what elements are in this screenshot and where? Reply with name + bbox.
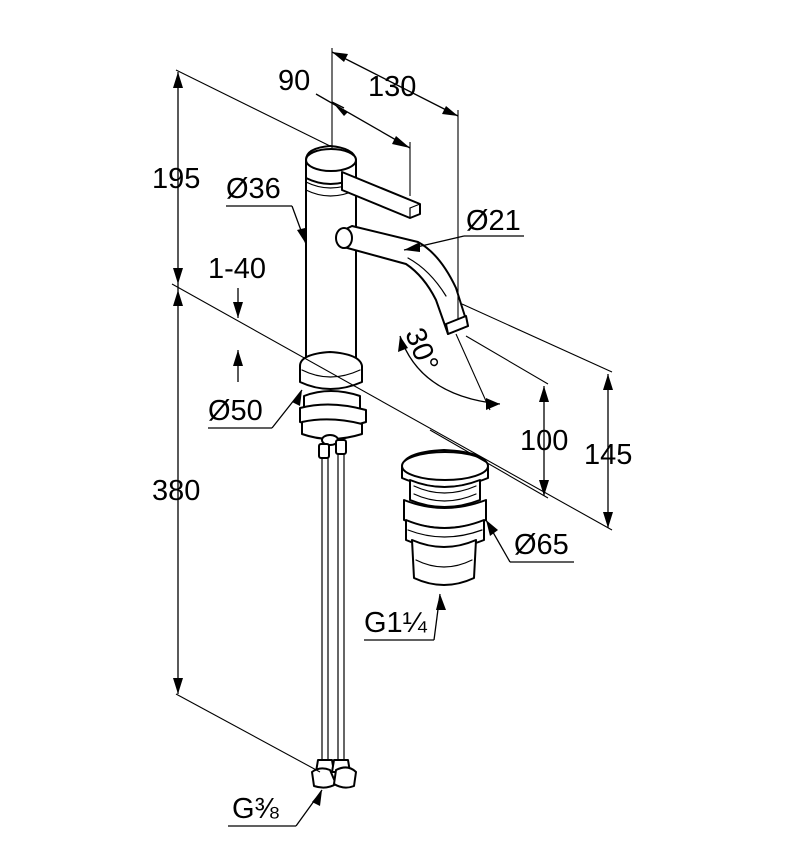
dim-145: 145 <box>584 439 632 471</box>
dim-d21: Ø21 <box>466 205 521 237</box>
dim-g1-1-4: G1¼ <box>364 607 428 639</box>
dim-130: 130 <box>368 71 416 103</box>
dimension-lines <box>171 48 613 827</box>
dim-d50: Ø50 <box>208 395 263 427</box>
dim-380: 380 <box>152 475 200 507</box>
supply-hoses <box>311 439 357 789</box>
dim-100: 100 <box>520 425 568 457</box>
waste-valve <box>401 449 489 586</box>
dim-d65: Ø65 <box>514 529 569 561</box>
dim-90: 90 <box>278 65 310 97</box>
dim-195: 195 <box>152 163 200 195</box>
dim-30-deg: 30° <box>398 324 444 377</box>
mounting-set <box>299 390 367 446</box>
faucet-spout <box>335 225 469 335</box>
dimension-labels: 90 130 195 Ø36 Ø21 1-40 Ø50 30° 100 145 … <box>152 65 632 825</box>
dim-d36: Ø36 <box>226 173 281 205</box>
faucet-lever <box>341 171 421 219</box>
faucet-body <box>299 145 363 390</box>
dim-1-40: 1-40 <box>208 253 266 285</box>
dim-g3-8: G⅜ <box>232 793 280 825</box>
